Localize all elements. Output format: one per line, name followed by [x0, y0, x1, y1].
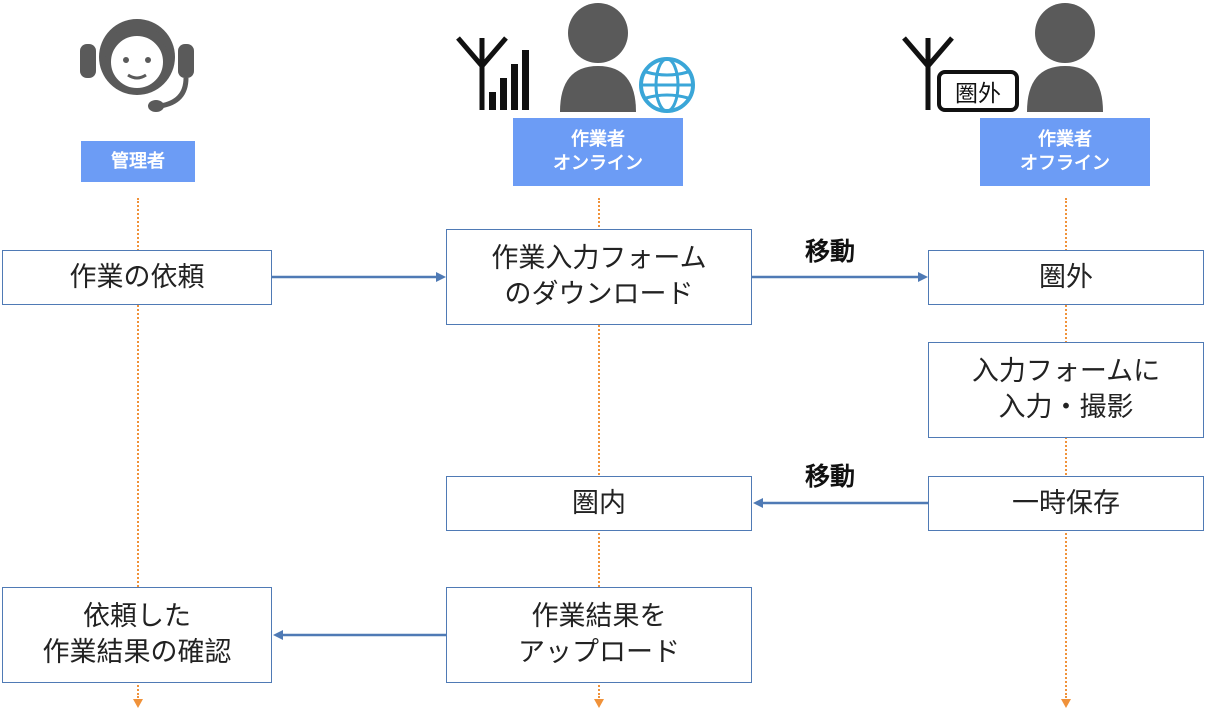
- step-text-line2: アップロード: [518, 637, 680, 668]
- actor-label-line2: オンライン: [553, 153, 643, 174]
- step-text: 圏内: [572, 487, 626, 519]
- message-label-move-1: 移動: [805, 237, 856, 266]
- lifeline-worker-offline: [1065, 198, 1067, 698]
- globe-icon: [639, 57, 695, 113]
- lifeline-worker-online: [598, 198, 600, 698]
- actor-label-manager: 管理者: [81, 141, 195, 182]
- step-text-line2: のダウンロード: [504, 279, 694, 310]
- step-text-line1: 作業結果を: [531, 601, 667, 632]
- step-text-line2: 作業結果の確認: [42, 637, 232, 668]
- out-of-range-badge: 圏外: [955, 81, 1001, 107]
- step-upload: 作業結果を アップロード: [446, 587, 752, 683]
- step-text: 一時保存: [1012, 487, 1120, 519]
- step-input-form: 入力フォームに 入力・撮影: [928, 342, 1204, 438]
- antenna-no-signal-icon: [902, 36, 1019, 112]
- actor-label-manager-text: 管理者: [111, 150, 165, 172]
- operator-headset-icon: [80, 19, 194, 112]
- lifeline-manager: [137, 198, 139, 698]
- person-icon: [560, 3, 636, 112]
- actor-label-line2: オフライン: [1020, 153, 1110, 174]
- lifeline-manager-arrow: [133, 699, 143, 708]
- step-text: 作業の依頼: [69, 261, 205, 293]
- actor-label-worker-online: 作業者 オンライン: [513, 118, 683, 186]
- actor-label-line1: 作業者: [571, 129, 625, 150]
- person-icon: [1027, 3, 1103, 112]
- step-text-line1: 作業入力フォーム: [491, 243, 707, 274]
- signal-antenna-icon: [456, 36, 529, 110]
- actor-label-worker-offline: 作業者 オフライン: [980, 118, 1150, 186]
- lifeline-worker-online-arrow: [594, 699, 604, 708]
- step-text-line1: 入力フォームに: [971, 356, 1161, 387]
- step-text: 圏外: [1039, 261, 1093, 293]
- arrows: [272, 272, 928, 640]
- step-confirm-results: 依頼した 作業結果の確認: [2, 587, 272, 683]
- step-text-line2: 入力・撮影: [998, 392, 1134, 423]
- step-text-line1: 依頼した: [83, 601, 191, 632]
- message-label-move-2: 移動: [805, 462, 856, 491]
- step-out-of-range: 圏外: [928, 250, 1204, 305]
- lifeline-worker-offline-arrow: [1061, 699, 1071, 708]
- step-request-work: 作業の依頼: [2, 250, 272, 305]
- step-in-range: 圏内: [446, 476, 752, 531]
- actor-label-line1: 作業者: [1038, 129, 1092, 150]
- step-temp-save: 一時保存: [928, 476, 1204, 531]
- step-download-form: 作業入力フォーム のダウンロード: [446, 229, 752, 325]
